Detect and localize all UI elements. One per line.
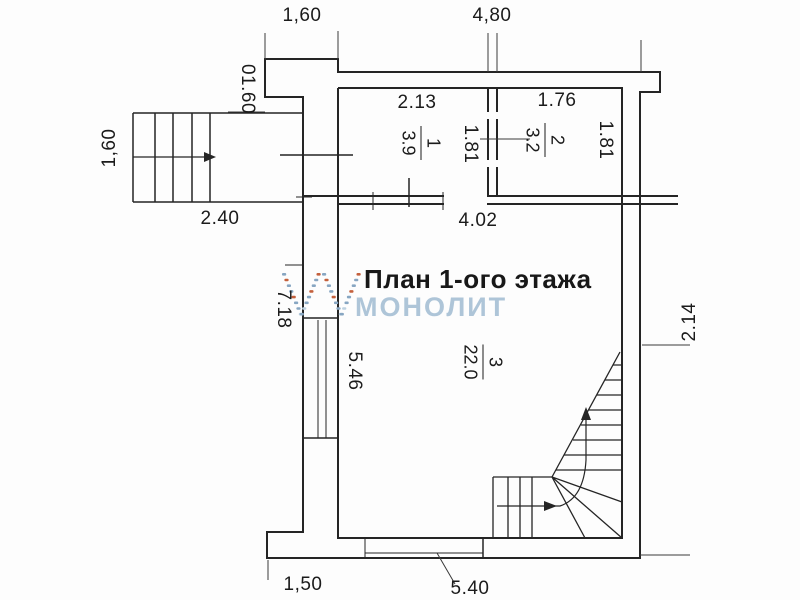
dim-room1-width: 2.13 <box>397 92 437 113</box>
stair-direction-arrow <box>204 152 216 162</box>
outer-wall-outline <box>264 58 661 559</box>
dimension-lines <box>228 31 690 585</box>
dim-stair-length: 2.40 <box>200 208 240 229</box>
partition-vertical <box>486 88 499 196</box>
monolit-logo-icon <box>282 273 361 316</box>
room3-area: 22.0 <box>461 344 484 380</box>
room2-label: 2 3.2 <box>523 123 568 157</box>
partition-horizontal <box>296 178 678 210</box>
room1-label: 1 3.9 <box>399 126 444 160</box>
dim-top-width: 4,80 <box>472 5 512 26</box>
room3-label: 3 22.0 <box>461 344 506 380</box>
dim-notch-height: 01.60 <box>237 63 258 115</box>
room1-area: 3.9 <box>399 126 422 160</box>
dim-room1-depth: 1.81 <box>460 124 481 164</box>
bottom-wall-details <box>267 531 484 558</box>
interior-staircase <box>492 351 623 539</box>
room3-number: 3 <box>485 356 506 368</box>
walkline-arrow-right <box>544 501 557 511</box>
exterior-staircase <box>132 112 303 203</box>
page-title: План 1-ого этажа <box>364 264 592 294</box>
dim-right-side: 2.14 <box>679 302 700 342</box>
dim-inner-width: 4.02 <box>458 210 498 231</box>
dim-left-wall-inner: 5.46 <box>344 351 365 391</box>
dim-stair-width: 1,60 <box>99 128 120 168</box>
dim-bottom-left: 1,50 <box>283 574 323 595</box>
room2-area: 3.2 <box>523 123 546 157</box>
dim-bottom-width: 5.40 <box>450 578 490 599</box>
dim-room2-width: 1.76 <box>537 90 577 111</box>
dim-top-notch-width: 1,60 <box>282 5 322 26</box>
room2-number: 2 <box>547 134 568 145</box>
dim-left-wall-outer: 7.18 <box>273 289 294 329</box>
left-wall-window <box>285 264 338 439</box>
walkline-arrow-up <box>581 407 591 420</box>
dim-room2-depth: 1.81 <box>595 120 616 160</box>
watermark-brand: МОНОЛИТ <box>355 292 508 322</box>
room1-number: 1 <box>423 137 444 148</box>
